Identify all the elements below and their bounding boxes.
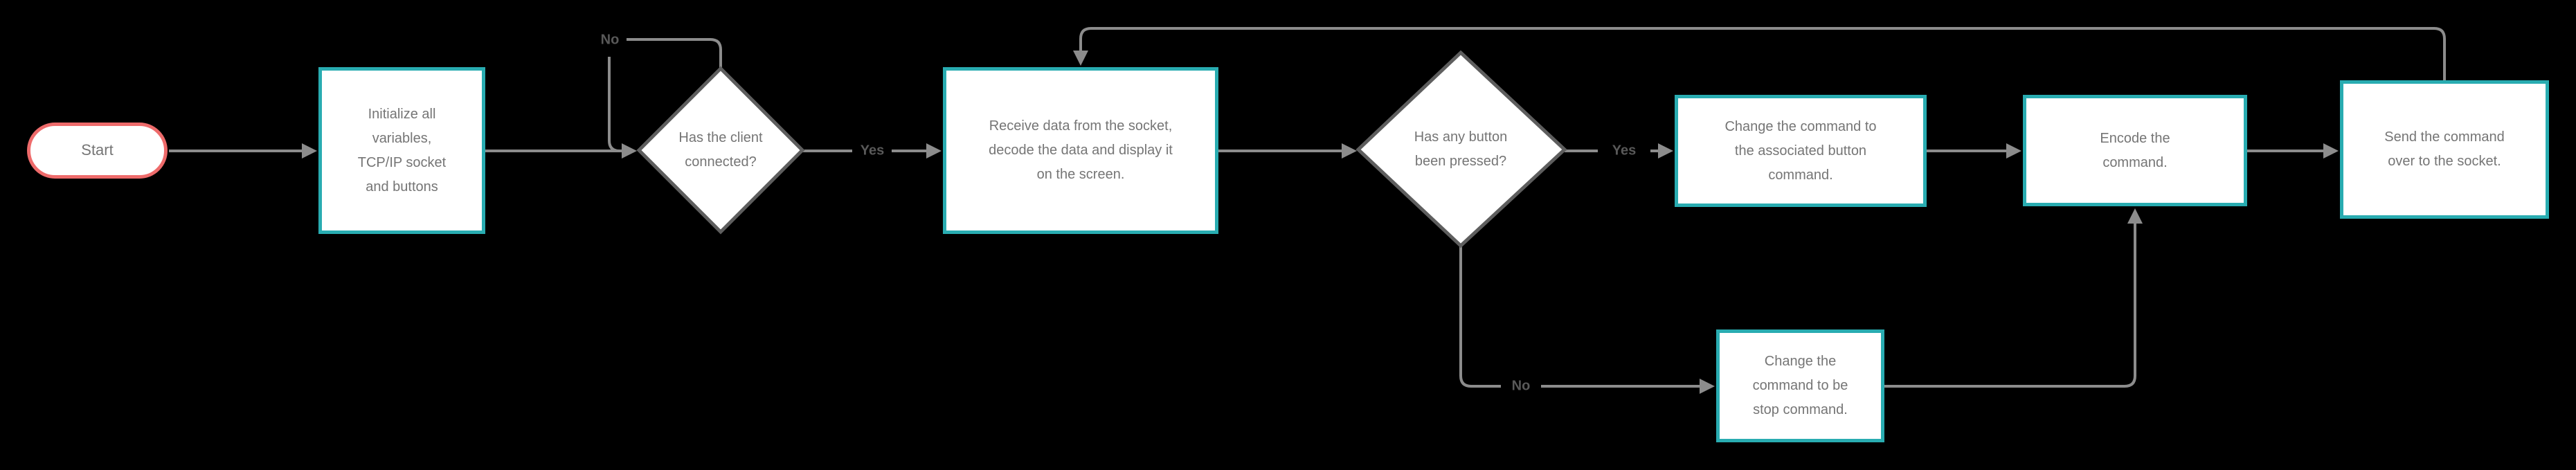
arrowhead-into-send	[2323, 143, 2339, 159]
connector-send-receive-feedback	[1079, 27, 2446, 80]
node-receive-data: Receive data from the socket, decode the…	[943, 67, 1218, 234]
node-change-button-command-label: Change the command to the associated but…	[1724, 118, 1877, 183]
connector-stop-encode	[1884, 224, 2136, 388]
node-initialize: Initialize all variables, TCP/IP socket …	[318, 67, 485, 234]
connector-button-pressed-no-a	[1459, 246, 1501, 388]
arrowhead-feedback-into-receive	[1073, 51, 1088, 66]
decision-client-connected-shape	[636, 66, 805, 235]
node-stop-command-label: Change the command to be stop command.	[1752, 354, 1848, 417]
connector-client-connected-no-out	[627, 38, 722, 69]
arrowhead-into-client-connected	[622, 143, 637, 159]
node-start: Start	[27, 123, 168, 179]
node-send-command: Send the command over to the socket.	[2340, 80, 2549, 219]
arrowhead-into-button-pressed	[1342, 143, 1357, 159]
arrowhead-into-encode-bottom	[2127, 208, 2143, 224]
connector-client-connected-no-return	[608, 57, 622, 152]
node-send-command-label: Send the command over to the socket.	[2384, 129, 2505, 169]
arrowhead-into-initialize	[302, 143, 317, 159]
node-encode-command: Encode the command.	[2023, 95, 2247, 206]
arrowhead-into-stop	[1700, 379, 1715, 394]
node-stop-command: Change the command to be stop command.	[1716, 329, 1884, 442]
node-change-button-command: Change the command to the associated but…	[1675, 95, 1927, 207]
node-encode-command-label: Encode the command.	[2100, 130, 2170, 170]
edge-label-yes-client-connected: Yes	[860, 143, 885, 159]
arrowhead-into-encode	[2006, 143, 2021, 159]
node-receive-data-label: Receive data from the socket, decode the…	[989, 118, 1173, 182]
node-start-label: Start	[81, 141, 114, 159]
arrowhead-into-change-button	[1658, 143, 1673, 159]
edge-label-no-button-pressed: No	[1511, 378, 1531, 394]
decision-client-connected-label: Has the client connected?	[678, 130, 763, 170]
node-initialize-label: Initialize all variables, TCP/IP socket …	[357, 106, 447, 195]
arrowhead-into-receive	[926, 143, 942, 159]
decision-button-pressed-shape	[1355, 50, 1567, 248]
edge-label-no-client-connected: No	[600, 32, 620, 48]
edge-label-yes-button-pressed: Yes	[1612, 143, 1637, 159]
decision-button-pressed-label: Has any button been pressed?	[1414, 129, 1508, 169]
